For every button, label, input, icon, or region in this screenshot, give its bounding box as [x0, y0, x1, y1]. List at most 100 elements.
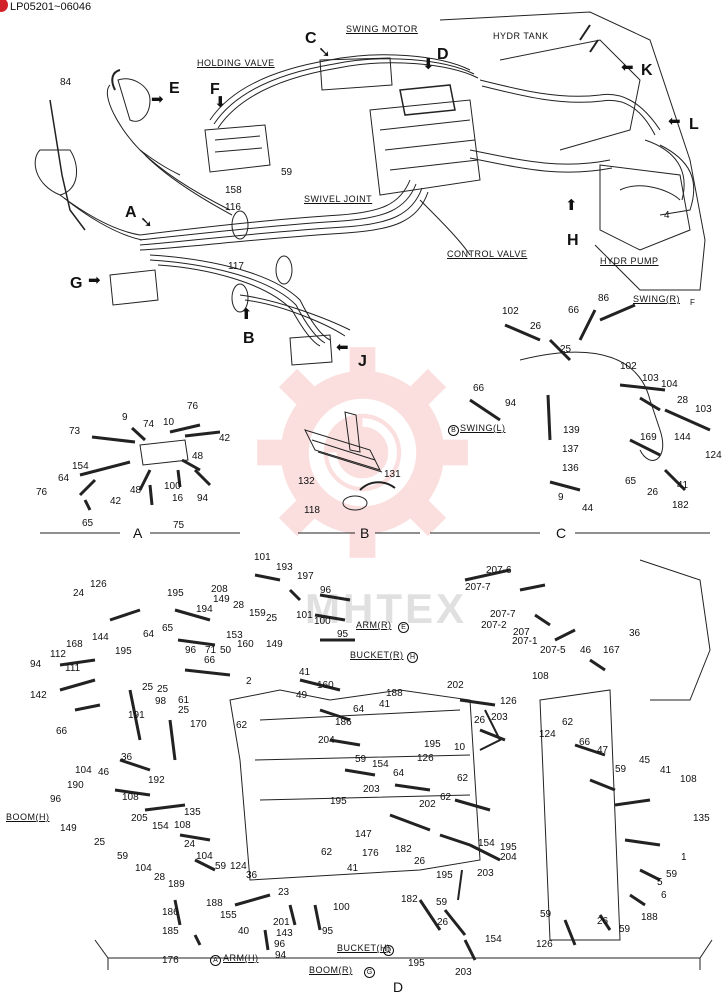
- part-number: 75: [173, 520, 185, 531]
- part-number: 117: [228, 261, 244, 272]
- part-number: 193: [276, 562, 293, 573]
- callout-b: B: [243, 330, 255, 347]
- part-number: 65: [82, 518, 94, 529]
- part-number: 59: [215, 861, 227, 872]
- mark-h: H: [407, 652, 418, 663]
- part-number: 49: [296, 690, 308, 701]
- part-number: 207-1: [512, 636, 538, 647]
- part-number: 147: [355, 829, 372, 840]
- part-number: 192: [148, 775, 165, 786]
- part-number: 137: [562, 444, 579, 455]
- part-number: 103: [695, 404, 712, 415]
- part-number: 36: [246, 870, 258, 881]
- caption-swing-motor: SWING MOTOR: [346, 24, 418, 34]
- part-number: 189: [168, 879, 185, 890]
- part-number: 76: [36, 487, 48, 498]
- caption-hydr-pump: HYDR PUMP: [600, 256, 659, 266]
- part-number: 131: [384, 469, 401, 480]
- part-number: 149: [60, 823, 77, 834]
- part-number: 108: [122, 792, 139, 803]
- part-number: 59: [619, 924, 631, 935]
- part-number: 104: [661, 379, 678, 390]
- part-number: 26: [437, 917, 449, 928]
- arrow-k-icon: ⬅: [621, 59, 634, 76]
- part-number: 207-7: [465, 582, 491, 593]
- caption-hydr-tank: HYDR TANK: [493, 31, 549, 41]
- part-number: 48: [192, 451, 204, 462]
- arrow-g-icon: ➡: [88, 272, 101, 289]
- serial-range: LP05201~06046: [10, 1, 92, 13]
- part-number: 66: [204, 655, 216, 666]
- part-number: 41: [347, 863, 359, 874]
- callout-e: E: [169, 80, 180, 97]
- part-number: 41: [299, 667, 311, 678]
- part-number: 207-2: [481, 620, 507, 631]
- part-number: 142: [30, 690, 47, 701]
- part-number: 46: [580, 645, 592, 656]
- caption-arm-h: ARM(H): [223, 953, 259, 963]
- part-number: 158: [225, 185, 242, 196]
- part-number: 104: [196, 851, 213, 862]
- part-number: 203: [491, 712, 508, 723]
- part-number: 154: [485, 934, 502, 945]
- part-number: 101: [254, 552, 271, 563]
- part-number: 135: [693, 813, 710, 824]
- part-number: 96: [274, 939, 286, 950]
- part-number: 5: [657, 877, 663, 888]
- part-number: 116: [225, 202, 241, 213]
- part-number: 47: [597, 745, 609, 756]
- part-number: 149: [266, 639, 283, 650]
- part-number: 207-7: [490, 609, 516, 620]
- callout-k: K: [641, 62, 653, 79]
- part-number: 154: [152, 821, 169, 832]
- callout-f: F: [210, 81, 220, 98]
- arrow-e-icon: ➡: [151, 91, 164, 108]
- part-number: 100: [164, 481, 181, 492]
- corner-badge-icon: [0, 0, 8, 12]
- part-number: 154: [372, 759, 389, 770]
- part-number: 102: [620, 361, 637, 372]
- part-number: 96: [320, 585, 332, 596]
- part-number: 160: [237, 639, 254, 650]
- arrow-l-icon: ⬅: [668, 113, 681, 130]
- part-number: 126: [417, 753, 434, 764]
- caption-bucket-r: BUCKET(R): [350, 650, 404, 660]
- part-number: 28: [677, 395, 689, 406]
- part-number: 202: [447, 680, 464, 691]
- arrow-h-icon: ⬆: [565, 197, 578, 214]
- part-number: 176: [362, 848, 379, 859]
- part-number: 16: [172, 493, 184, 504]
- callout-j: J: [358, 353, 367, 370]
- caption-swivel-joint: SWIVEL JOINT: [304, 194, 373, 204]
- part-number: 203: [455, 967, 472, 978]
- part-number: 61: [178, 695, 190, 706]
- part-number: 26: [474, 715, 486, 726]
- part-number: 103: [642, 373, 659, 384]
- callout-a: A: [125, 204, 137, 221]
- part-number: 25: [142, 682, 154, 693]
- part-number: 195: [167, 588, 184, 599]
- part-number: 6: [661, 890, 667, 901]
- part-number: 41: [660, 765, 672, 776]
- part-number: 95: [322, 926, 334, 937]
- part-number: 65: [162, 623, 174, 634]
- part-number: 203: [363, 784, 380, 795]
- part-number: 36: [121, 752, 133, 763]
- part-number: 202: [419, 799, 436, 810]
- part-number: 66: [56, 726, 68, 737]
- part-number: 167: [603, 645, 620, 656]
- part-number: 188: [641, 912, 658, 923]
- part-number: 94: [275, 950, 287, 961]
- mark-g: G: [364, 967, 375, 978]
- part-number: 207: [513, 627, 530, 638]
- part-number: 155: [220, 910, 237, 921]
- part-number: 9: [558, 492, 564, 503]
- part-number: 59: [281, 167, 293, 178]
- callout-d: D: [437, 46, 449, 63]
- part-number: 144: [92, 632, 109, 643]
- part-number: 59: [436, 897, 448, 908]
- part-number: 207-5: [540, 645, 566, 656]
- part-number: 41: [379, 699, 391, 710]
- caption-swing-r: SWING(R): [633, 294, 680, 304]
